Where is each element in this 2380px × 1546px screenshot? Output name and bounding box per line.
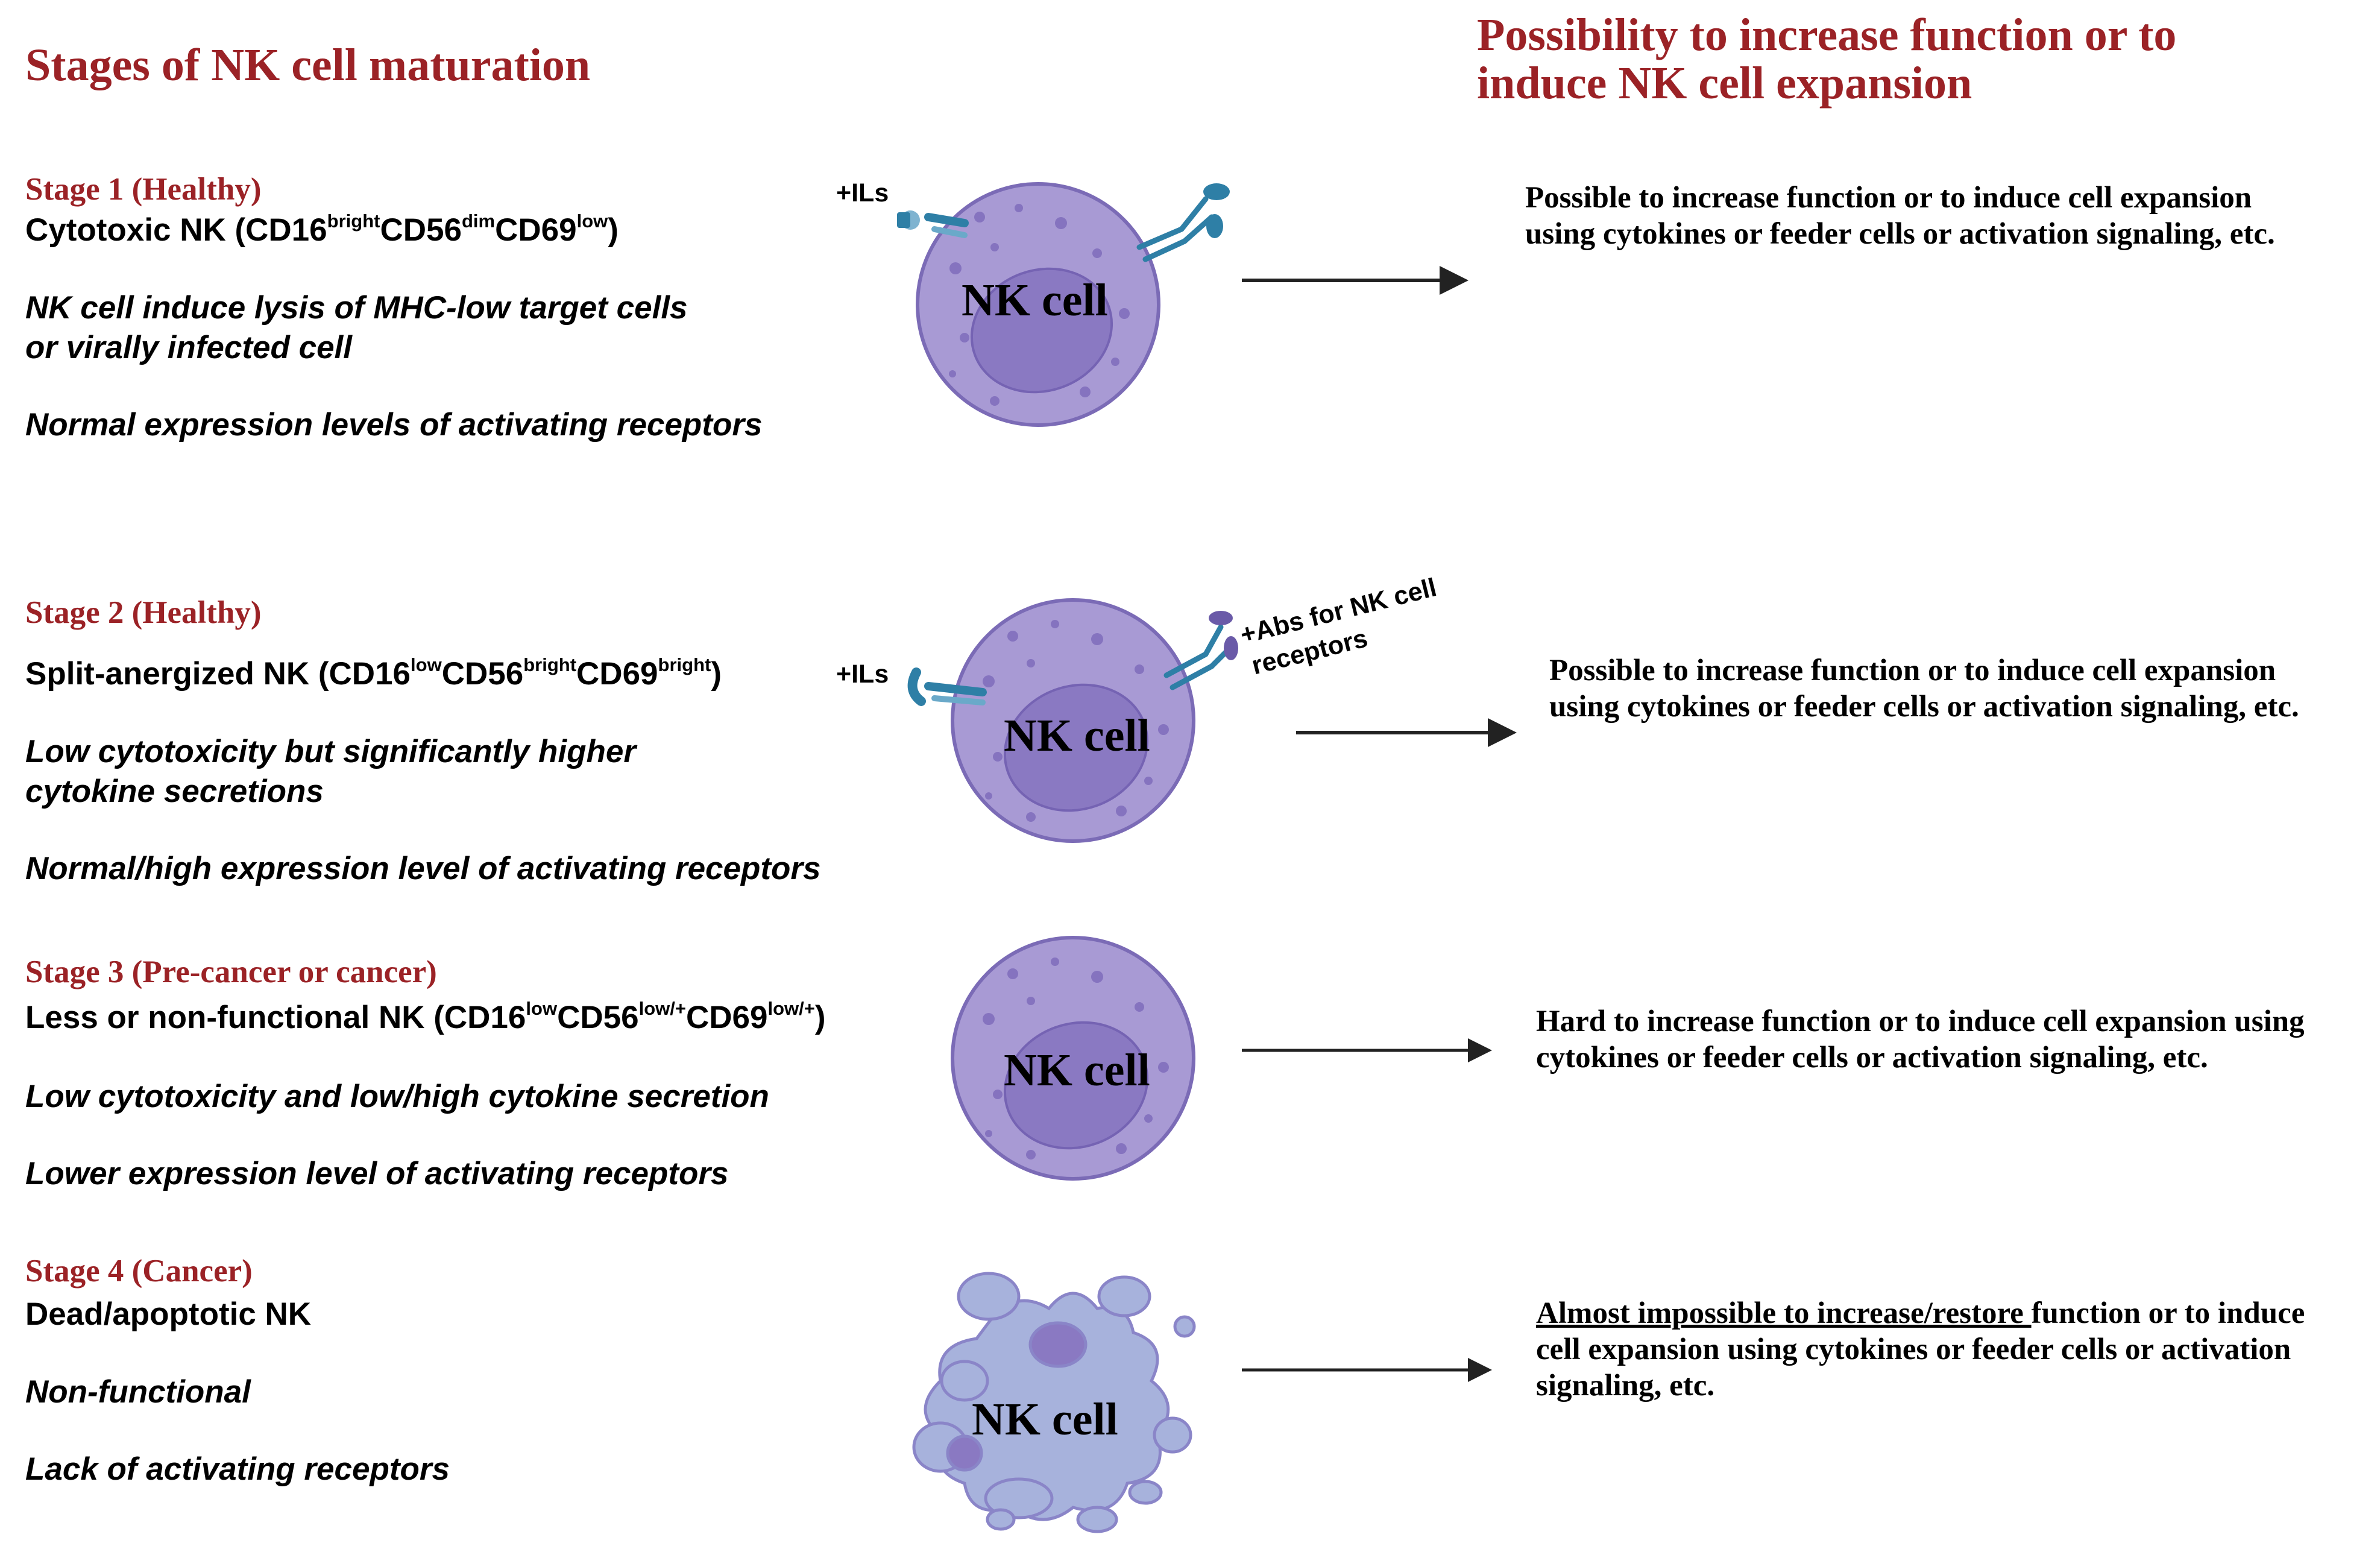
- stage2-phenotype: Split-anergized NK (CD16lowCD56brightCD6…: [25, 654, 722, 692]
- stage3-phenotype: Less or non-functional NK (CD16lowCD56lo…: [25, 998, 826, 1035]
- stage3-desc1: Low cytotoxicity and low/high cytokine s…: [25, 1079, 769, 1114]
- stage2-cell-label: NK cell: [1004, 710, 1150, 761]
- stage3-nk-cell-icon: [951, 936, 1195, 1181]
- stage3-title: Stage 3 (Pre-cancer or cancer): [25, 954, 437, 989]
- stage1-desc2: Normal expression levels of activating r…: [25, 407, 763, 443]
- stage1-antibody-receptor-icon: [1136, 183, 1230, 262]
- stage3-outcome-line1: Hard to increase function or to induce c…: [1536, 1005, 2305, 1038]
- stage4-outcome-line2: cell expansion using cytokines or feeder…: [1536, 1333, 2291, 1366]
- stage1-nk-cell-icon: [916, 182, 1160, 427]
- stage1-desc1-line2: or virally infected cell: [25, 330, 353, 365]
- right-heading-line2: induce NK cell expansion: [1477, 58, 1972, 109]
- stage3-outcome-line2: cytokines or feeder cells or activation …: [1536, 1041, 2208, 1074]
- stage1-outcome-line2: using cytokines or feeder cells or activ…: [1525, 217, 2275, 251]
- right-heading-line1: Possibility to increase function or to: [1477, 10, 2177, 60]
- stage2-il-receptor-icon: [907, 667, 987, 706]
- stage1-cell-label: NK cell: [962, 275, 1108, 326]
- stage4-outcome-underlined: Almost impossible to increase/restore: [1536, 1296, 2032, 1330]
- stage4-outcome-line1: Almost impossible to increase/restore fu…: [1536, 1296, 2305, 1330]
- stage1-il-receptor-icon: [897, 210, 969, 238]
- stage1-ils-label: +ILs: [836, 178, 889, 207]
- stage4-phenotype: Dead/apoptotic NK: [25, 1296, 312, 1332]
- stage2-antibody-receptor-icon: [1163, 611, 1238, 690]
- stage2-desc2: Normal/high expression level of activati…: [25, 851, 821, 886]
- stage2-title: Stage 2 (Healthy): [25, 595, 262, 630]
- stage2-outcome-line2: using cytokines or feeder cells or activ…: [1549, 690, 2299, 724]
- stage1-phenotype: Cytotoxic NK (CD16brightCD56dimCD69low): [25, 210, 619, 248]
- stage2-ils-label: +ILs: [836, 660, 889, 689]
- stage4-outcome-line3: signaling, etc.: [1536, 1369, 1715, 1402]
- stage2-desc1-line2: cytokine secretions: [25, 774, 324, 809]
- stage4-desc2: Lack of activating receptors: [25, 1451, 450, 1487]
- stage4-apoptotic-nk-cell-icon: [912, 1272, 1196, 1533]
- stage1-outcome-line1: Possible to increase function or to indu…: [1525, 181, 2252, 215]
- stage4-desc1: Non-functional: [25, 1374, 251, 1410]
- stage4-cell-label: NK cell: [972, 1394, 1118, 1445]
- stage2-outcome-line1: Possible to increase function or to indu…: [1549, 654, 2276, 687]
- stage1-desc1-line1: NK cell induce lysis of MHC-low target c…: [25, 290, 688, 326]
- stage4-title: Stage 4 (Cancer): [25, 1254, 253, 1289]
- left-heading: Stages of NK cell maturation: [25, 40, 591, 90]
- stage3-desc2: Lower expression level of activating rec…: [25, 1156, 729, 1191]
- stage2-desc1-line1: Low cytotoxicity but significantly highe…: [25, 734, 636, 769]
- stage2-nk-cell-icon: [951, 598, 1195, 843]
- stage3-cell-label: NK cell: [1004, 1045, 1150, 1096]
- stage1-title: Stage 1 (Healthy): [25, 172, 262, 207]
